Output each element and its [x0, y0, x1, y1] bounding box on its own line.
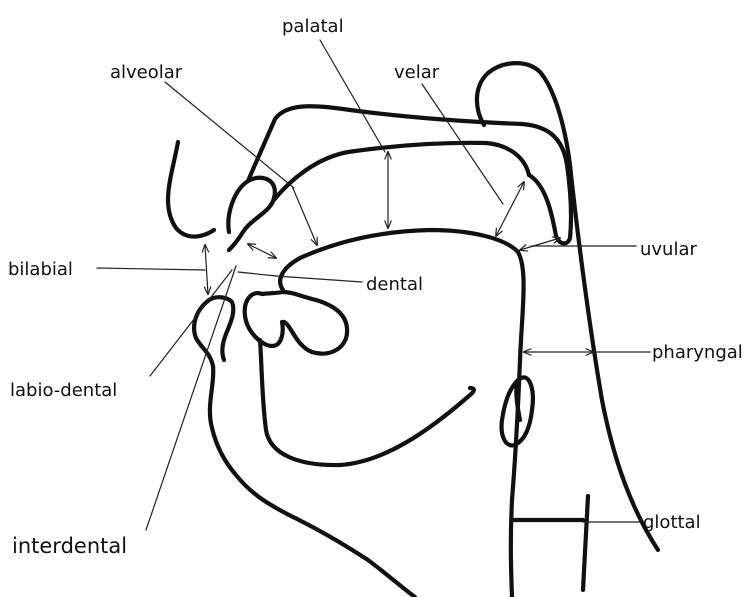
labio-dental-leader [150, 270, 232, 376]
bilabial-leader [97, 268, 205, 270]
interdental-leader [146, 266, 236, 530]
label-pharyngal: pharyngal [652, 342, 743, 363]
label-palatal: palatal [282, 16, 344, 37]
bilabial-arrow [205, 245, 208, 294]
glottis-vertical [583, 496, 588, 590]
nose-outline [168, 142, 214, 237]
uvular-arrow [520, 238, 560, 250]
hard-palate-outline [273, 143, 529, 201]
label-alveolar: alveolar [110, 62, 183, 83]
label-uvular: uvular [640, 239, 698, 260]
label-velar: velar [394, 62, 440, 83]
dental-leader-1 [238, 272, 276, 276]
label-glottal: glottal [643, 512, 701, 533]
dental-arrow [248, 244, 276, 258]
anatomy-outline [168, 63, 658, 597]
pharynx-back-wall [477, 63, 658, 550]
palatal-leader [320, 40, 385, 152]
lower-lip-chin-outline [194, 300, 415, 597]
label-labio-dental: labio-dental [10, 380, 117, 401]
dental-leader-2 [276, 276, 362, 282]
label-interdental: interdental [12, 534, 127, 558]
velar-arrow [496, 182, 524, 236]
labels: palatal alveolar velar bilabial uvular d… [8, 16, 743, 558]
jaw-outline [260, 340, 474, 465]
label-dental: dental [366, 274, 423, 295]
label-bilabial: bilabial [8, 259, 73, 280]
alveolar-arrow [292, 186, 317, 245]
lower-lip-top [209, 297, 233, 360]
alveolar-leader [165, 82, 294, 188]
upper-lip-outline [228, 178, 275, 250]
